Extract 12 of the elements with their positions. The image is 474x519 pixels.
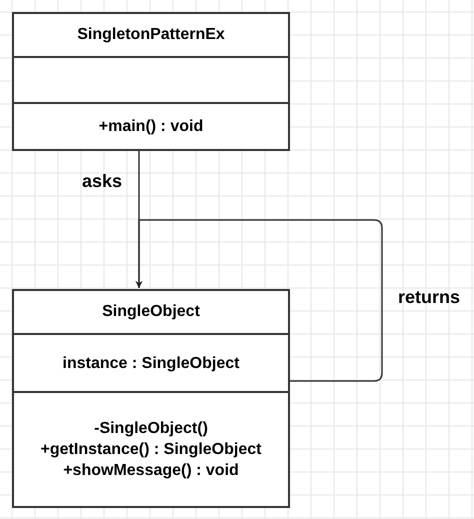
member-text: instance : SingleObject <box>62 354 240 374</box>
class-box <box>12 289 290 508</box>
member-text: +main() : void <box>98 117 204 137</box>
class-name: SingletonPatternEx <box>77 25 225 45</box>
class-box <box>12 12 290 151</box>
arrow <box>136 219 383 382</box>
edge-label: returns <box>398 286 460 309</box>
edge-label: asks <box>82 170 122 193</box>
member-text: +getInstance() : SingleObject <box>40 440 262 460</box>
class-name: SingleObject <box>102 302 200 322</box>
member-text: -SingleObject() <box>94 419 208 439</box>
member-text: +showMessage() : void <box>63 461 239 481</box>
